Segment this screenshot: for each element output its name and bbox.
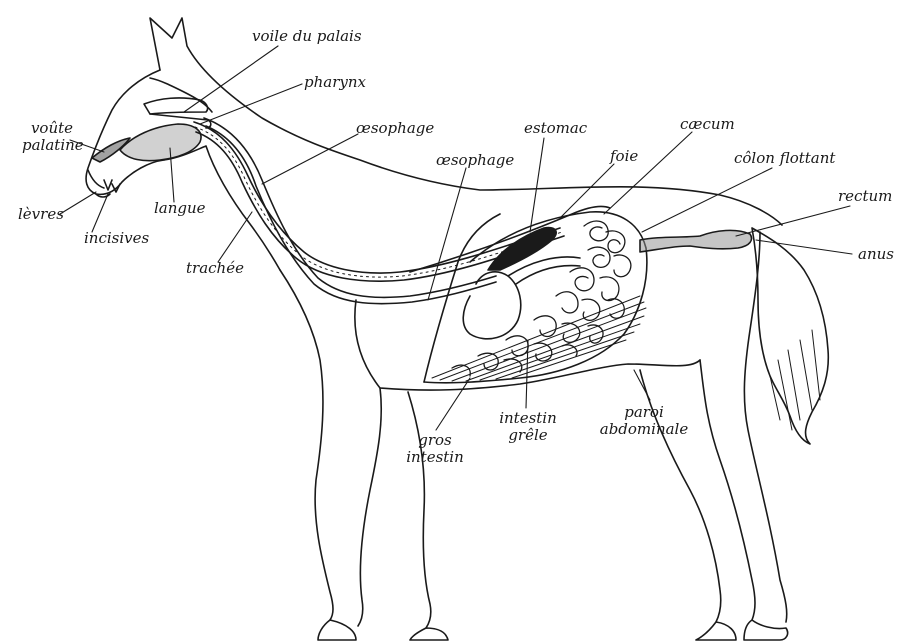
label-gros-intestin: gros intestin: [400, 432, 470, 466]
label-paroi-abdominale: paroi abdominale: [596, 404, 692, 438]
leader-incisives: [92, 194, 108, 232]
leader-rectum: [736, 206, 850, 236]
front-leg-back: [358, 388, 381, 626]
label-colon-flottant: côlon flottant: [734, 150, 835, 167]
label-anus: anus: [858, 246, 894, 263]
label-incisives: incisives: [84, 230, 149, 247]
leader-colon-flottant: [642, 168, 772, 232]
abdominal-organs: [424, 212, 752, 383]
label-levres: lèvres: [18, 206, 64, 223]
label-voute-palatine: voûte palatine: [22, 120, 82, 154]
label-oesophage-neck: œsophage: [356, 120, 434, 137]
label-foie: foie: [610, 148, 638, 165]
hind-hoof-far: [696, 622, 736, 640]
hind-leg-back: [744, 232, 786, 622]
tongue: [120, 124, 201, 161]
label-trachee: trachée: [186, 260, 244, 277]
nasal-cavity: [144, 98, 208, 114]
leader-trachee: [218, 212, 252, 262]
label-rectum: rectum: [838, 188, 892, 205]
label-paroi-abdominale-line2: abdominale: [596, 421, 692, 438]
leader-caecum: [604, 132, 692, 214]
label-gros-intestin-line2: intestin: [400, 449, 470, 466]
label-caecum: cæcum: [680, 116, 735, 133]
label-intestin-grele-line2: grêle: [496, 427, 560, 444]
tail: [752, 228, 828, 444]
label-intestin-grele-line1: intestin: [496, 410, 560, 427]
face-line: [150, 78, 212, 112]
neck-tubes: [194, 118, 610, 304]
hind-hoof: [744, 620, 788, 640]
label-estomac: estomac: [524, 120, 587, 137]
front-leg-far: [408, 392, 431, 628]
front-leg-front: [280, 270, 333, 620]
head-interior: [88, 98, 211, 197]
hind-leg-front: [700, 360, 755, 620]
leader-voile-du-palais: [184, 46, 278, 112]
tail-hairs: [770, 330, 820, 430]
leader-foie: [560, 164, 614, 218]
label-voute-palatine-line1: voûte: [22, 120, 82, 137]
leader-estomac: [530, 138, 544, 232]
leader-anus: [756, 240, 852, 254]
front-hoof-far: [410, 628, 448, 640]
leader-gros-intestin: [436, 378, 470, 430]
label-pharynx: pharynx: [304, 74, 366, 91]
thorax: [355, 214, 500, 388]
label-gros-intestin-line1: gros: [400, 432, 470, 449]
front-hoof: [318, 620, 356, 640]
leader-oesophage-body: [428, 168, 466, 300]
leader-paroi: [634, 370, 650, 400]
label-intestin-grele: intestin grêle: [496, 410, 560, 444]
leader-levres: [60, 192, 96, 214]
rectum: [640, 230, 752, 252]
label-voute-palatine-line2: palatine: [22, 137, 82, 154]
label-oesophage-body: œsophage: [436, 152, 514, 169]
label-voile-du-palais: voile du palais: [252, 28, 362, 45]
label-langue: langue: [154, 200, 206, 217]
label-paroi-abdominale-line1: paroi: [596, 404, 692, 421]
thoracic-outline: [355, 300, 380, 388]
stomach: [463, 272, 521, 339]
